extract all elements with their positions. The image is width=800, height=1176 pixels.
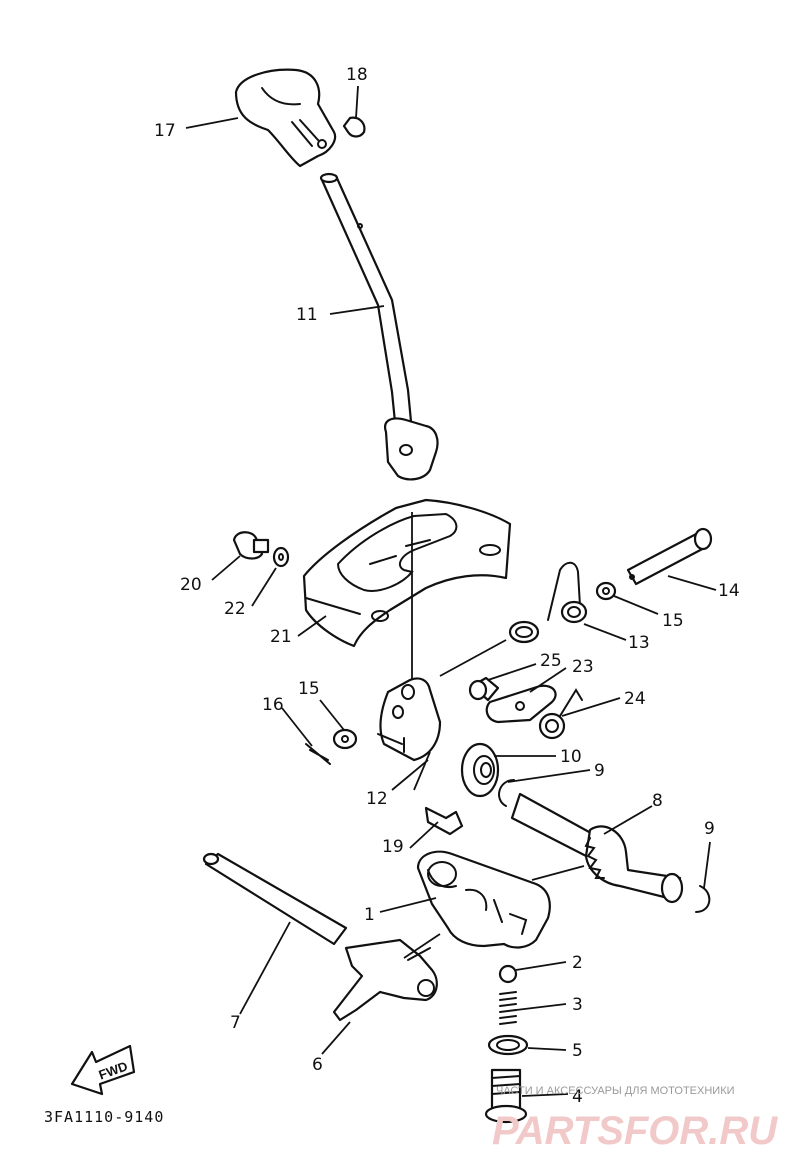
callout-24: 24 bbox=[624, 689, 646, 709]
part-11-shift-lever bbox=[319, 172, 439, 481]
callout-23: 23 bbox=[572, 657, 594, 677]
callout-18: 18 bbox=[346, 65, 368, 85]
callout-17: 17 bbox=[154, 121, 176, 141]
callout-10: 10 bbox=[560, 747, 582, 767]
callout-20: 20 bbox=[180, 575, 202, 595]
diagram-code: 3FA1110-9140 bbox=[44, 1108, 164, 1126]
callout-9-b: 9 bbox=[704, 819, 715, 839]
part-10-bearing bbox=[460, 742, 500, 798]
part-12-bracket bbox=[377, 677, 442, 762]
callout-16: 16 bbox=[262, 695, 284, 715]
callout-21: 21 bbox=[270, 627, 292, 647]
watermark-brand: PARTSFOR.RU bbox=[492, 1109, 778, 1153]
watermark-tagline: ЧАСТИ И АКСЕССУАРЫ ДЛЯ МОТОТЕХНИКИ bbox=[496, 1085, 735, 1097]
callout-19: 19 bbox=[382, 837, 404, 857]
part-25-bolt bbox=[468, 676, 500, 702]
part-7-guide-bar bbox=[202, 852, 348, 946]
callout-22: 22 bbox=[224, 599, 246, 619]
callout-11: 11 bbox=[296, 305, 318, 325]
part-13-spring bbox=[508, 561, 588, 644]
part-21-shift-gate bbox=[302, 498, 512, 648]
callout-25: 25 bbox=[540, 651, 562, 671]
callout-4: 4 bbox=[572, 1087, 583, 1107]
callout-5: 5 bbox=[572, 1041, 583, 1061]
part-14-pin bbox=[626, 527, 713, 586]
part-3-spring bbox=[499, 991, 517, 1025]
callout-7: 7 bbox=[230, 1013, 241, 1033]
callout-3: 3 bbox=[572, 995, 583, 1015]
part-17-shift-knob bbox=[234, 68, 337, 168]
part-20-bolt bbox=[232, 531, 270, 560]
callout-12: 12 bbox=[366, 789, 388, 809]
part-4-plug bbox=[484, 1068, 528, 1124]
part-16-cotter-pin bbox=[305, 743, 331, 765]
part-15-washer-upper bbox=[595, 581, 617, 601]
part-1-shift-drum bbox=[416, 850, 551, 949]
callout-labels: 17 18 11 14 15 20 22 21 13 25 23 24 15 1… bbox=[154, 65, 740, 1107]
part-5-washer bbox=[487, 1034, 529, 1056]
callout-6: 6 bbox=[312, 1055, 323, 1075]
leader-lines bbox=[185, 85, 717, 1097]
part-9-circlip-b bbox=[695, 885, 711, 913]
callout-13: 13 bbox=[628, 633, 650, 653]
watermark: ЧАСТИ И АКСЕССУАРЫ ДЛЯ МОТОТЕХНИКИ PARTS… bbox=[492, 1085, 778, 1153]
part-2-ball bbox=[498, 964, 518, 984]
callout-15-upper: 15 bbox=[662, 611, 684, 631]
fwd-arrow-icon: FWD bbox=[70, 1044, 136, 1096]
callout-8: 8 bbox=[652, 791, 663, 811]
callout-2: 2 bbox=[572, 953, 583, 973]
part-6-shift-fork bbox=[332, 938, 438, 1022]
part-23-plate bbox=[485, 684, 557, 724]
part-15-washer-lower bbox=[332, 728, 358, 750]
callout-15-lower: 15 bbox=[298, 679, 320, 699]
part-24-spring bbox=[538, 688, 583, 740]
part-19-bolt bbox=[424, 806, 464, 836]
callout-9-a: 9 bbox=[594, 761, 605, 781]
callout-1: 1 bbox=[364, 905, 375, 925]
part-8-shift-shaft bbox=[510, 792, 684, 904]
part-9-circlip-a bbox=[498, 779, 515, 807]
part-22-washer bbox=[272, 546, 290, 568]
callout-14: 14 bbox=[718, 581, 740, 601]
part-18-set-screw bbox=[342, 116, 366, 138]
